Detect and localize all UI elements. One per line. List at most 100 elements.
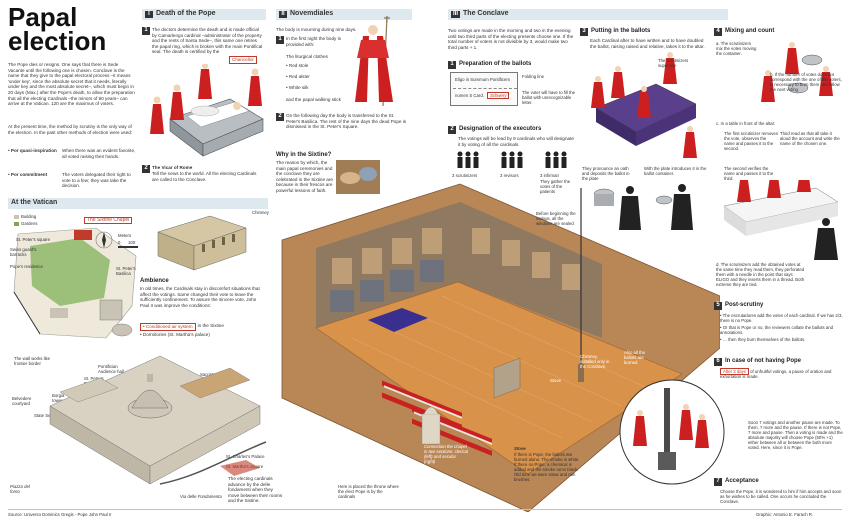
vicar-text: Tell the news to the world. All the elec… [152,171,257,182]
ballots-burned-label: Also all the ballots are burned [624,350,646,365]
scale-zero: 0 [118,240,121,245]
third-scrutinizer-text: Third read as that all take it aloud the… [780,131,840,146]
counting-table-illustration [723,180,839,260]
designation-text: The votings will be lead by 9 cardinals … [458,136,574,147]
throne-label: Here is placed the throne where the elec… [338,484,399,499]
ambience-item: • Conditioned air system in the Sixtine [140,323,224,331]
map-label: State Secretary [34,413,64,418]
legend-swatch [14,221,19,226]
scrutinizers-supervise-label: The scrutinizers supervise [658,58,689,68]
mixing-illustration [761,42,833,102]
post-scrutiny-item: • … then they burn themselves of the bal… [720,337,806,342]
novemdiales-step1: In the first night the body is provided … [286,36,341,47]
method-commitment: • Por commitment [8,172,48,177]
intro-methods: At the present time, the method by scrut… [8,124,133,135]
footer-source: Source: Universo Dominics Gregis - Pope … [8,512,112,517]
stove-label: Stove [550,378,561,383]
ballot-note: The voter will have to fill the ballot w… [522,90,576,105]
legend-building: Building [14,214,36,219]
why-sixtine-text: The reason by which, the main papal cere… [276,160,333,193]
acceptance-text: Choose the Pope, it is wondered to him i… [720,489,842,504]
chapel-exterior-illustration [157,215,247,271]
clothes-item: • Red stole [286,63,309,68]
clothes-item: and the papal walking stick [286,97,341,102]
clothes-label: The liturgical clothes [286,54,328,59]
conclave-intro: Two votings are made in the morning and … [448,28,574,50]
death-step1-text: The doctors determine the death and is m… [152,27,263,55]
map-label: Sacristy [200,372,216,377]
first-scrutinizer-text: The first scrutinizer removes the vote, … [724,131,778,151]
step-badge: 1 [142,27,150,35]
fold-line [453,88,517,89]
clothes-item: • White silk [286,85,309,90]
map-label: Via delle Fondamenta [180,494,222,499]
section-death-header: I Death of the Pope [142,9,266,20]
infirmari-label: 3 infirmari [540,173,559,178]
chimney-installed-label: Chimney, installed only in the Conclave. [580,354,610,369]
windows-sealed-label: Before beginning the votings, all the wi… [536,211,576,226]
method-quasi-text: When there was an evident favorite, all … [62,148,136,159]
map-label: Swiss guard's barracks [10,247,37,257]
no-pope-intro: After 3 days of unfruitful votings, a pa… [720,368,832,379]
map-label: Borgia tower [52,393,65,403]
plate-text: With the plate introduces it in the ball… [644,166,707,176]
step-preparation: 1 Preparation of the ballots [448,61,531,69]
ballot-name: Schwery [487,92,510,99]
legend-gardens: Gardens [14,221,37,226]
sixtine-chapel-label: The Sixtine Chapel [84,217,133,224]
scrutinizers-label: 3 scrutinizers [452,173,478,178]
scale-hundred: 100 [128,240,136,245]
ambience-item: • Dormitories (St. Martha's palace) [140,332,210,337]
why-sixtine-title: Why in the Sixtine? [276,152,332,158]
clothes-item: • Red alster [286,74,310,79]
map-label: Pope's residence [10,264,43,269]
scale-bar [118,246,138,248]
step-designation: 2 Designation of the executors [448,126,541,134]
step-badge: 2 [142,165,150,173]
chimney-label: Chimney [252,210,269,215]
pronounce-oath-text: They pronounce an oath and deposits the … [582,166,630,181]
mixing-step-b: b. If the number of votes does not corre… [770,72,842,92]
ballot-card: Eligo in Summum Pontificem nomen S Card.… [450,72,518,106]
ballot-line2: nomen S Card. [455,93,484,98]
post-scrutiny-item: • The escrutadores add the votes of each… [720,313,843,323]
map-label: Belvedere courtyard [12,396,32,406]
step-putting-ballots: 3 Putting in the ballots [580,28,650,36]
step-post-scrutiny: 5 Post-scrutiny [714,302,763,310]
map-label: St. Peter's square [16,237,51,242]
section-vatican-header: At the Vatican [8,198,268,209]
legend-swatch [14,214,19,219]
putting-ballots-text: Each Cardinal after to have written and … [590,38,705,49]
step-badge: 1 [276,36,284,44]
executors-icons [457,151,567,168]
stove-smoke-text: If there is Pope, the ballots are burned… [514,452,580,482]
vicar-title: The Vicar of Rome [152,165,193,170]
altar-illustration [591,52,697,158]
section-novemdiales-header: II Novemdiales [276,9,412,20]
map-label: The wall works like frontier border [14,356,51,366]
sixtine-chapel-cutaway [281,183,720,512]
mixing-step-c: c. In a table in front of the altar: [716,121,776,126]
footer-graphic: Graphic: Antonio E. Farach R. [756,512,814,517]
pope-figure-illustration [355,15,393,107]
infirmari-text: They gather the votes of the patients [540,179,571,194]
no-pope-more: Soon 7 votings and another pause are mad… [748,420,843,450]
footer-divider [8,509,842,510]
step-mixing-count: 4 Mixing and count [714,28,774,36]
ballot-deposit-illustration [593,184,693,230]
novemdiales-intro: The body is mourning during nine days. [276,27,357,32]
step-acceptance: 7 Acceptance [714,478,759,486]
wall-label: Connection the chapel in two sections: c… [424,444,468,464]
post-scrutiny-item: • Or that is Pope or no, the reviewers c… [720,325,834,335]
cardinals-burning-inset [619,379,725,485]
second-scrutinizer-text: The second verifies the name and passes … [724,166,774,181]
mixing-step-d: d. The scrutinizers add the obtained vot… [716,262,805,287]
death-scene-illustration [150,64,264,157]
ambience-text: In old times, the Cardinals stay in disc… [140,286,260,308]
page-title: Papal election [8,2,107,56]
map-label: St. Charles's Palace [226,454,265,459]
revisors-label: 3 revisors [500,173,519,178]
chancellor-label: Chancellor [229,56,257,64]
map-label: Pontifician Audience hall [98,364,124,374]
novemdiales-step2: On the following day the body is transfe… [286,113,407,130]
